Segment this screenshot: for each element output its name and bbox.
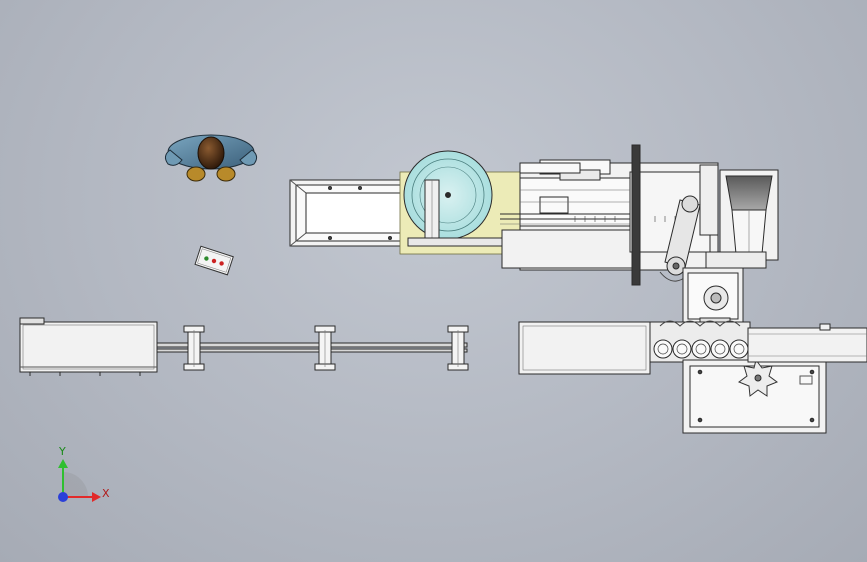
- axis-triad: Y X: [58, 445, 110, 502]
- operator-figure: [164, 134, 258, 182]
- gearbox: [682, 267, 744, 327]
- x-axis-label: X: [102, 487, 110, 500]
- pocket-conveyor: [518, 320, 751, 375]
- y-axis-label: Y: [58, 445, 66, 458]
- y-axis-arrowhead: [58, 459, 68, 468]
- rail-bracket: [447, 325, 469, 371]
- infeed-conveyor: [19, 317, 158, 376]
- x-axis-arrowhead: [92, 492, 101, 502]
- outfeed-conveyor: [747, 323, 867, 363]
- star-wheel-table: [682, 358, 827, 434]
- discharge-hopper: [705, 169, 779, 269]
- pendant-light-red-2: [219, 261, 224, 266]
- pendant-light-green: [204, 256, 209, 261]
- control-pendant: [194, 245, 234, 276]
- guide-rail-assembly: [156, 325, 469, 371]
- pendant-light-red: [211, 258, 217, 264]
- rail-bracket: [183, 325, 205, 371]
- rail-bracket: [314, 325, 336, 371]
- z-axis-dot: [58, 492, 68, 502]
- rotary-feeder: [403, 150, 514, 247]
